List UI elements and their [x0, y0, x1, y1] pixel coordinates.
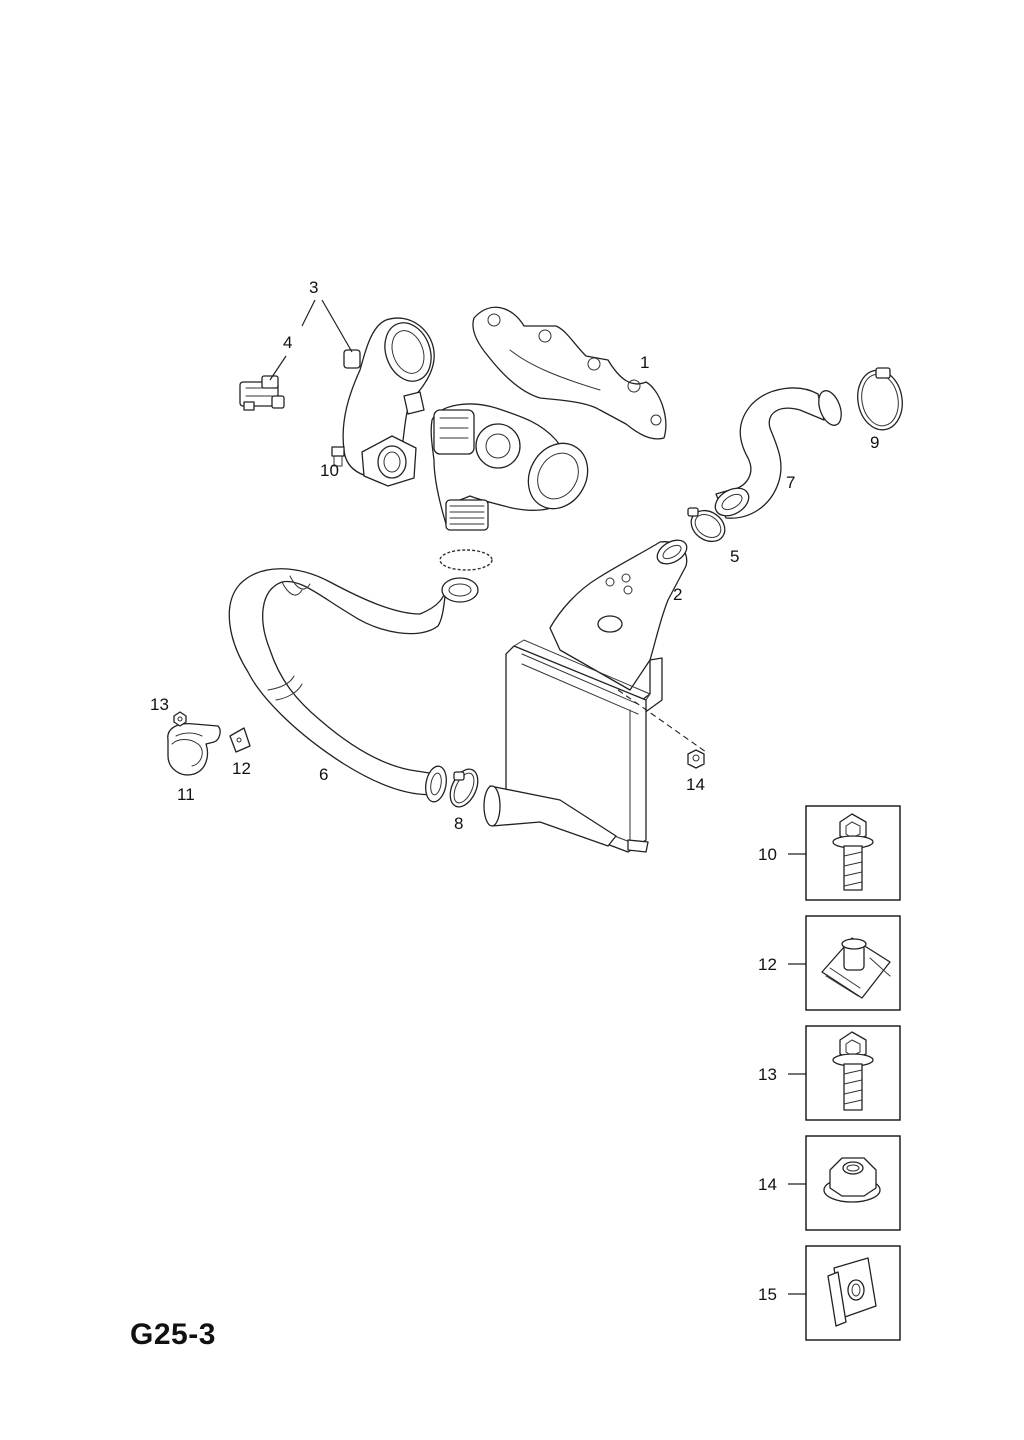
callout-2: 2	[673, 585, 682, 604]
flange-nut-icon	[823, 1157, 881, 1203]
inset-label-15: 15	[758, 1285, 777, 1304]
callout-5: 5	[730, 547, 739, 566]
intercooler-assembly-part-2	[483, 539, 688, 853]
callout-14: 14	[686, 775, 705, 794]
callout-12: 12	[232, 759, 251, 778]
inset-label-10: 10	[758, 845, 777, 864]
intake-pipe-part-3	[342, 317, 435, 487]
gasket-ring	[439, 549, 493, 571]
callout-1: 1	[640, 353, 649, 372]
speed-nut-clip-icon	[821, 937, 891, 999]
clamp-part-9	[857, 367, 903, 431]
charge-air-hose-part-6	[228, 568, 479, 803]
callouts: 3 4 1 9 10 7 5 2 13 12 6 14 11 8	[150, 278, 879, 833]
bolt-part-13-small	[173, 711, 187, 727]
inset-box-12: 12	[758, 915, 901, 1011]
inset-box-14: 14	[758, 1135, 901, 1231]
clamp-part-11	[167, 722, 221, 776]
callout-8: 8	[454, 814, 463, 833]
clip-part-12	[229, 727, 251, 753]
turbocharger-part-1	[430, 306, 667, 531]
sheet-code: G25-3	[130, 1318, 216, 1351]
callout-3: 3	[309, 278, 318, 297]
leader-lines	[269, 299, 806, 1295]
inset-label-14: 14	[758, 1175, 777, 1194]
callout-11: 11	[177, 785, 195, 804]
u-nut-clip-icon	[827, 1257, 877, 1327]
clamp-part-5	[687, 507, 726, 543]
inset-box-15: 15	[758, 1245, 901, 1341]
callout-9: 9	[870, 433, 879, 452]
inset-box-10: 10	[758, 805, 901, 901]
callout-13: 13	[150, 695, 169, 714]
callout-6: 6	[319, 765, 328, 784]
inset-box-13: 13	[758, 1025, 901, 1121]
bolt-part-10-small	[331, 446, 345, 467]
flange-bolt-icon	[832, 1031, 874, 1111]
callout-10: 10	[320, 461, 339, 480]
leader-dashed-14	[617, 689, 707, 753]
callout-7: 7	[786, 473, 795, 492]
pressure-sensor-part-4	[239, 375, 285, 411]
inset-label-13: 13	[758, 1065, 777, 1084]
clamp-part-8	[449, 768, 479, 808]
nut-part-14	[687, 749, 705, 769]
inset-label-12: 12	[758, 955, 777, 974]
hose-part-7	[714, 387, 842, 519]
flange-bolt-icon	[832, 813, 874, 891]
callout-4: 4	[283, 333, 292, 352]
